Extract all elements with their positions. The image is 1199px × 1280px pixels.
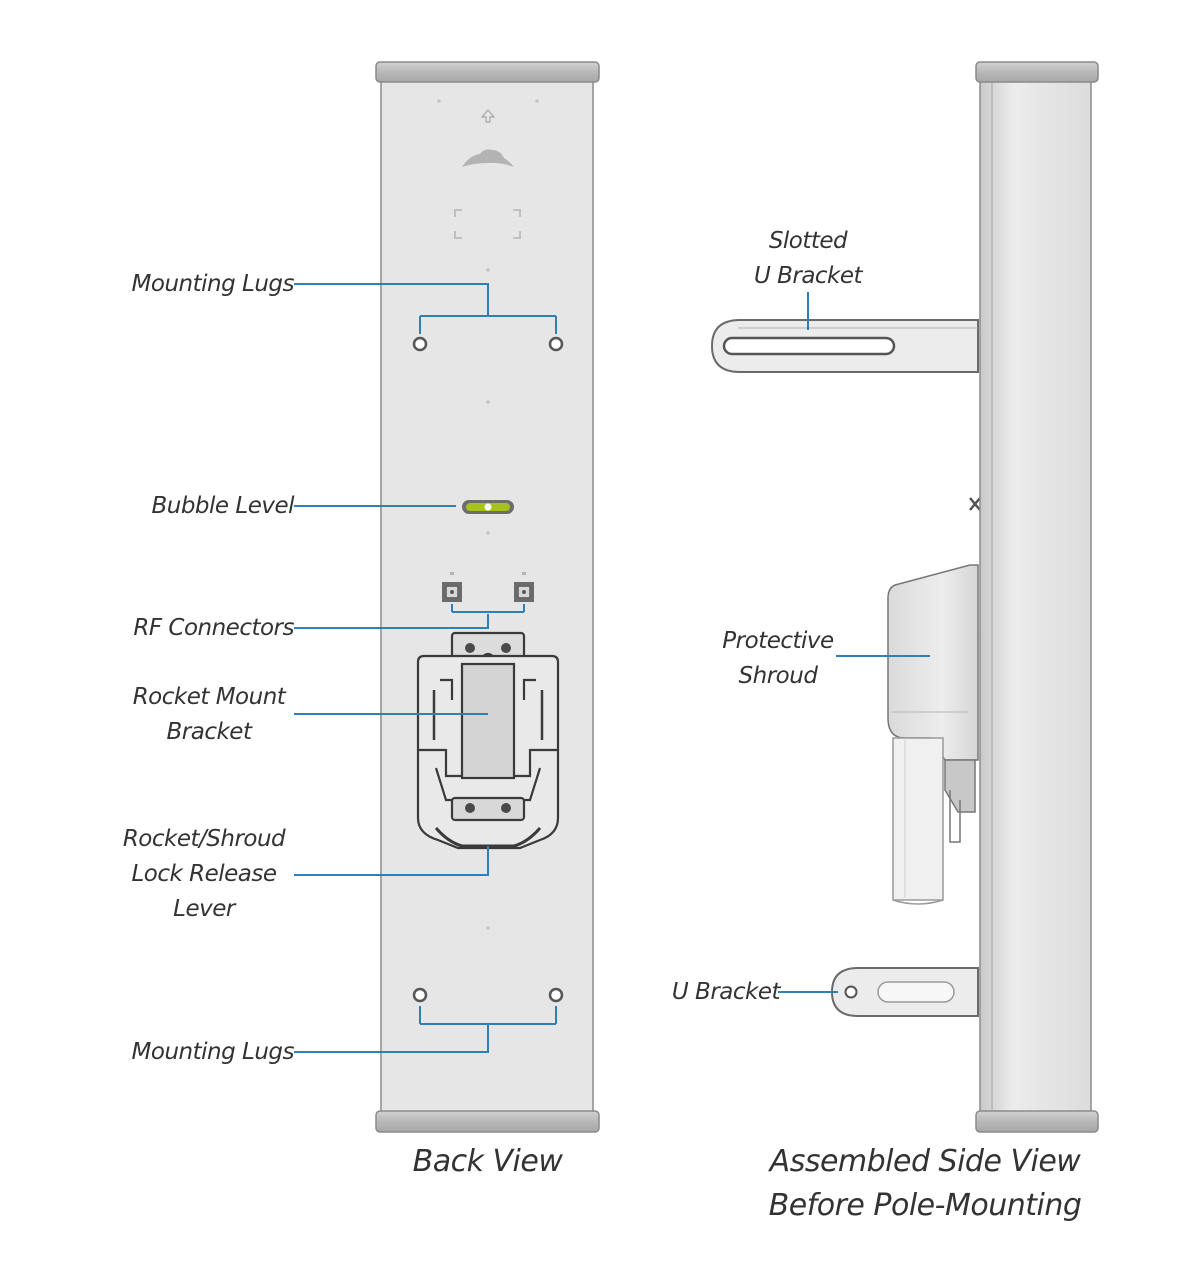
back-bottom-cap	[375, 1110, 600, 1133]
mounting-lug-bottom-left	[412, 987, 428, 1003]
label-rocket-mount-bracket: Rocket Mount Bracket	[100, 680, 318, 750]
label-u-bracket: U Bracket	[671, 979, 781, 1005]
side-top-cap	[975, 61, 1099, 83]
caption-back-view: Back View	[412, 1144, 563, 1179]
mounting-lug-bottom-right	[548, 987, 564, 1003]
rocket-mount-bracket	[416, 631, 560, 850]
mounting-lug-top-right	[548, 336, 564, 352]
mounting-lug-top-left	[412, 336, 428, 352]
protective-shroud	[887, 564, 979, 905]
label-bubble-level: Bubble Level	[151, 493, 294, 519]
caption-side-line2: Before Pole-Mounting	[768, 1188, 1082, 1223]
label-protective-line2: Shroud	[738, 663, 818, 689]
label-lock-release-lever: Rocket/Shroud Lock Release Lever	[94, 822, 314, 927]
leader-rf-connectors	[294, 604, 525, 629]
label-protective-line1: Protective	[722, 628, 834, 654]
leader-mounting-lugs-top	[294, 283, 557, 334]
bolt-icon	[969, 497, 981, 511]
label-lock-release-line1: Rocket/Shroud	[122, 826, 286, 852]
ubiquiti-logo-icon	[462, 149, 514, 167]
label-rocket-mount-line2: Bracket	[166, 719, 252, 745]
label-protective-shroud: Protective Shroud	[688, 624, 868, 694]
label-slotted-line1: Slotted	[768, 228, 848, 254]
label-mounting-lugs-bottom: Mounting Lugs	[131, 1039, 295, 1065]
side-panel	[979, 77, 1092, 1119]
caption-side-view: Assembled Side View Before Pole-Mounting	[730, 1140, 1120, 1228]
up-arrow-icon	[480, 109, 496, 123]
panel-dots	[437, 99, 539, 930]
rf-connector-right	[514, 572, 534, 602]
label-slotted-line2: U Bracket	[753, 263, 863, 289]
side-view-antenna	[710, 61, 1099, 1133]
alignment-marks	[454, 209, 521, 239]
label-mounting-lugs-top: Mounting Lugs	[131, 271, 295, 297]
caption-side-line1: Assembled Side View	[769, 1144, 1081, 1179]
label-lock-release-line2: Lock Release	[131, 861, 277, 887]
rf-connector-left	[442, 572, 462, 602]
label-lock-release-line3: Lever	[173, 896, 235, 922]
label-slotted-u-bracket: Slotted U Bracket	[718, 224, 898, 294]
back-panel	[380, 77, 594, 1119]
u-bracket	[830, 967, 979, 1017]
leader-lock-release	[294, 846, 489, 876]
leader-mounting-lugs-bottom	[294, 1006, 557, 1053]
back-view-antenna	[375, 61, 600, 1133]
slotted-u-bracket	[710, 319, 979, 373]
leader-lines	[294, 283, 930, 1053]
label-rf-connectors: RF Connectors	[133, 615, 294, 641]
side-bottom-cap	[975, 1110, 1099, 1133]
label-rocket-mount-line1: Rocket Mount	[132, 684, 286, 710]
bubble-level	[462, 500, 514, 514]
back-top-cap	[375, 61, 600, 83]
